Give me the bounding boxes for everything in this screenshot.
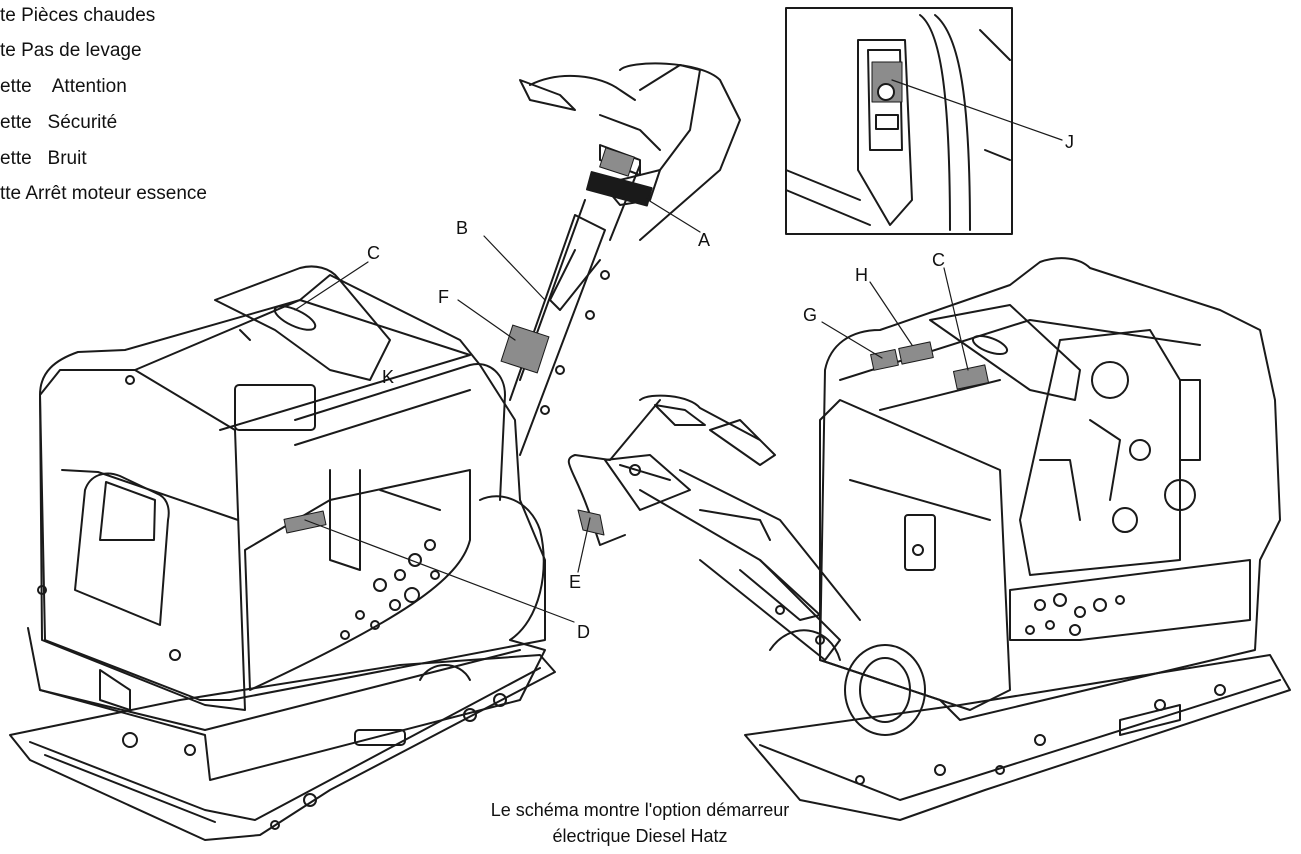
label-patch-H [898,341,934,365]
left-front-cover [39,369,246,711]
left-base-plate [9,654,556,841]
leader-F [457,299,516,341]
leader-A [639,194,701,233]
leader-B [483,235,546,301]
callout-C-right: C [932,250,945,270]
right-housing [819,257,1281,721]
left-housing [39,274,546,701]
legend-item-petrol-stop: tte Arrêt moteur essence [0,183,207,204]
right-handle-e-marker [577,509,605,536]
callout-J: J [1065,132,1074,152]
label-patch-C2 [952,364,990,390]
callout-D: D [577,622,590,642]
leader-lines [294,79,1063,623]
left-front-window [74,472,170,626]
callout-K: K [382,367,395,387]
leader-J [891,79,1063,141]
right-compactor [567,257,1291,821]
right-base-plate [744,654,1291,821]
caption-line-2: électrique Diesel Hatz [552,826,728,846]
callout-F: F [438,287,449,307]
left-handle-shaft [509,214,606,456]
leader-D [304,519,575,623]
legend-item-lifting-point: te Pas de levage [0,40,142,61]
left-lower-frame [27,627,546,781]
callout-A: A [698,230,711,250]
callout-E: E [569,572,582,592]
label-patch-G [870,348,899,371]
leader-C2 [943,267,969,371]
left-side-panel [244,469,471,691]
legend-item-hot-parts: te Pièces chaudes [0,5,156,26]
legend-item-safety: ette Sécurité [0,112,118,133]
label-patch-A [586,171,653,207]
label-patch-D [283,510,327,534]
leader-G [821,321,883,359]
leader-E [577,517,591,573]
legend-item-caution: ette Attention [0,76,127,97]
legend-item-noise: ette Bruit [0,148,87,169]
left-compactor [9,62,741,841]
caption-line-1: Le schéma montre l'option démarreur [490,800,790,820]
label-patch-F [500,324,550,374]
right-side-panel [1009,559,1251,641]
callout-H: H [855,265,868,285]
callout-C-left: C [367,243,380,263]
right-handle-shaft [639,489,841,661]
callout-G: G [803,305,818,325]
left-handle-grip [529,74,636,101]
detail-inset [785,7,1013,235]
right-lifting-frame [929,304,1081,401]
left-lifting-frame [214,265,391,381]
leader-C1 [294,261,369,311]
label-patch-B [599,147,635,177]
leader-H [869,281,913,346]
callout-B: B [456,218,469,238]
right-handle-grip [567,399,661,516]
